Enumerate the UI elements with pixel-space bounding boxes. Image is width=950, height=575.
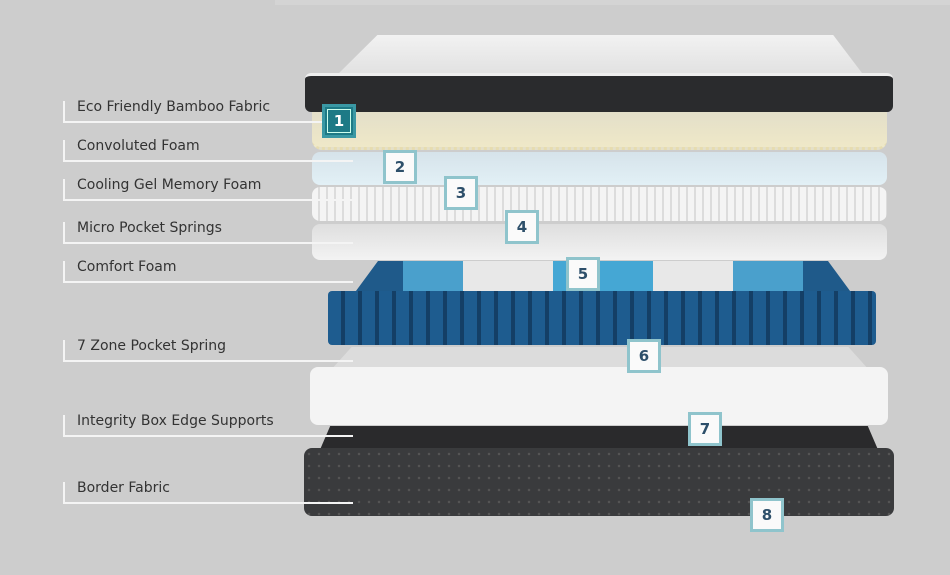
background-panel xyxy=(275,0,950,5)
badge-2[interactable]: 2 xyxy=(383,150,417,184)
label-convoluted-foam: Convoluted Foam xyxy=(63,138,353,162)
label-text: Eco Friendly Bamboo Fabric xyxy=(77,99,271,115)
badge-6[interactable]: 6 xyxy=(627,339,661,373)
label-text: 7 Zone Pocket Spring xyxy=(77,338,226,354)
label-text: Micro Pocket Springs xyxy=(77,220,222,236)
label-text: Comfort Foam xyxy=(77,259,177,275)
label-text: Integrity Box Edge Supports xyxy=(77,413,274,429)
badge-5[interactable]: 5 xyxy=(566,257,600,291)
label-text: Convoluted Foam xyxy=(77,138,200,154)
layer-convoluted-foam xyxy=(312,112,887,150)
label-border-fabric: Border Fabric xyxy=(63,480,353,504)
label-pocket-spring: 7 Zone Pocket Spring xyxy=(63,338,353,362)
label-text: Border Fabric xyxy=(77,480,170,496)
layer-micro-springs xyxy=(312,187,887,221)
label-micro-springs: Micro Pocket Springs xyxy=(63,220,353,244)
badge-3[interactable]: 3 xyxy=(444,176,478,210)
layer-pocket-spring xyxy=(328,261,876,345)
layer-box-edge xyxy=(310,347,888,425)
label-comfort-foam: Comfort Foam xyxy=(63,259,353,283)
layer-border-fabric xyxy=(304,426,894,516)
label-bamboo-fabric: Eco Friendly Bamboo Fabric xyxy=(63,99,353,123)
badge-1[interactable]: 1 xyxy=(322,104,356,138)
badge-7[interactable]: 7 xyxy=(688,412,722,446)
label-cooling-gel: Cooling Gel Memory Foam xyxy=(63,177,353,201)
layer-comfort-foam xyxy=(312,224,887,260)
label-text: Cooling Gel Memory Foam xyxy=(77,177,262,193)
badge-4[interactable]: 4 xyxy=(505,210,539,244)
label-box-edge: Integrity Box Edge Supports xyxy=(63,413,353,437)
badge-8[interactable]: 8 xyxy=(750,498,784,532)
layer-bamboo-fabric xyxy=(305,35,893,112)
